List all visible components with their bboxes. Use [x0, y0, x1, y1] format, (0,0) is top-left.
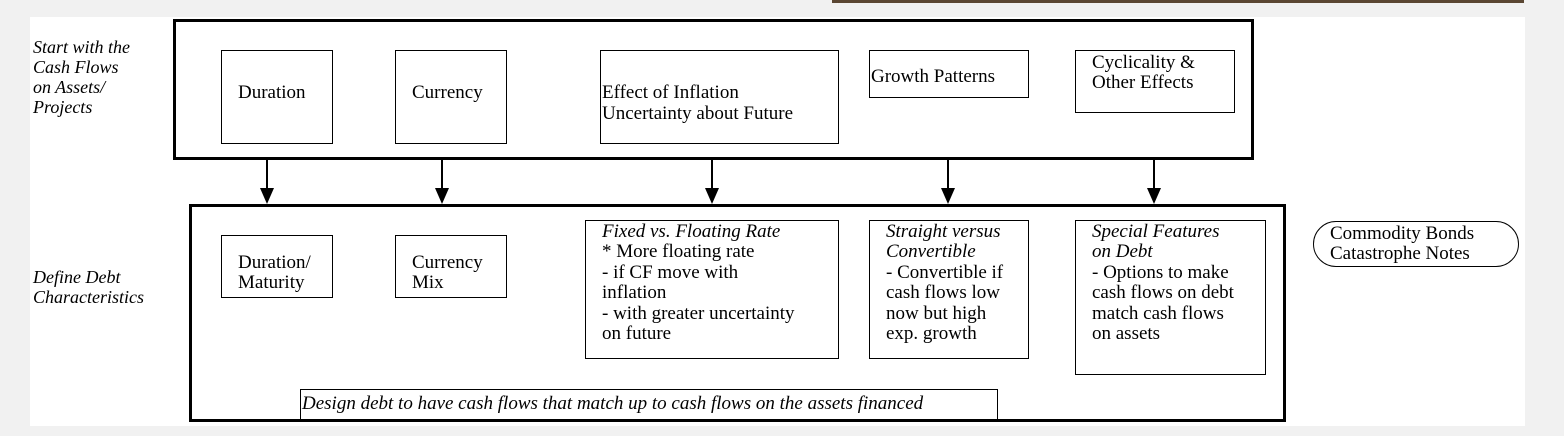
straight-convertible-line: exp. growth [886, 323, 977, 344]
top-image-strip [832, 0, 1524, 3]
duration-label: Duration [238, 82, 306, 103]
special-features-box: Special Features on Debt - Options to ma… [1075, 220, 1266, 375]
arrow-currency [441, 160, 443, 188]
fixed-floating-title: Fixed vs. Floating Rate [602, 221, 781, 242]
inflation-label-line: Effect of Inflation [602, 82, 739, 103]
straight-convertible-line: now but high [886, 303, 987, 324]
duration-maturity-label-line: Duration/ [238, 252, 311, 273]
special-features-line: - Options to make [1092, 262, 1229, 283]
special-features-line: match cash flows [1092, 303, 1224, 324]
top-row-label-line: Start with the [33, 37, 131, 57]
special-features-line: on assets [1092, 323, 1161, 344]
duration-maturity-box: Duration/ Maturity [221, 235, 333, 298]
currency-mix-label-line: Currency [412, 252, 483, 273]
arrow-cyclicality [1153, 160, 1155, 188]
straight-convertible-line: cash flows low [886, 282, 1000, 303]
cyclicality-label-line: Other Effects [1092, 72, 1194, 93]
straight-convertible-line: - Convertible if [886, 262, 1004, 283]
currency-box: Currency [395, 50, 507, 144]
arrow-duration [266, 160, 268, 188]
fixed-floating-line: - with greater uncertainty [602, 303, 795, 324]
duration-maturity-label-line: Maturity [238, 272, 305, 293]
special-features-title-line: Special Features [1092, 221, 1220, 242]
currency-label: Currency [412, 82, 483, 103]
debt-examples-note: Commodity Bonds Catastrophe Notes [1313, 221, 1519, 267]
bottom-row-label: Define Debt Characteristics [33, 267, 144, 307]
debt-examples-line: Commodity Bonds [1330, 223, 1475, 244]
straight-convertible-title-line: Straight versus [886, 221, 1001, 242]
inflation-label-line: Uncertainty about Future [602, 103, 794, 124]
arrow-inflation-head [705, 188, 719, 204]
fixed-floating-line: inflation [602, 282, 667, 303]
design-principle-text: Design debt to have cash flows that matc… [302, 393, 924, 414]
arrow-currency-head [435, 188, 449, 204]
cyclicality-box: Cyclicality & Other Effects [1075, 50, 1235, 113]
special-features-title-line: on Debt [1092, 241, 1153, 262]
fixed-floating-box: Fixed vs. Floating Rate * More floating … [585, 220, 839, 359]
arrow-duration-head [260, 188, 274, 204]
straight-convertible-box: Straight versus Convertible - Convertibl… [869, 220, 1029, 359]
debt-examples-line: Catastrophe Notes [1330, 243, 1470, 264]
growth-patterns-label: Growth Patterns [871, 66, 996, 87]
fixed-floating-line: - if CF move with [602, 262, 739, 283]
fixed-floating-line: on future [602, 323, 672, 344]
bottom-row-label-line: Define Debt [33, 267, 121, 287]
design-principle-box: Design debt to have cash flows that matc… [300, 389, 998, 420]
top-row-label-line: Cash Flows [33, 57, 119, 77]
arrow-cyclicality-head [1147, 188, 1161, 204]
top-row-label-line: Projects [33, 97, 93, 117]
arrow-inflation [711, 160, 713, 188]
currency-mix-label-line: Mix [412, 272, 444, 293]
top-row-label-line: on Assets/ [33, 77, 106, 97]
growth-patterns-box: Growth Patterns [869, 50, 1029, 98]
arrow-growth-head [941, 188, 955, 204]
duration-box: Duration [221, 50, 333, 144]
top-row-label: Start with the Cash Flows on Assets/ Pro… [33, 37, 130, 117]
straight-convertible-title-line: Convertible [886, 241, 976, 262]
fixed-floating-line: * More floating rate [602, 241, 755, 262]
arrow-growth [947, 160, 949, 188]
special-features-line: cash flows on debt [1092, 282, 1234, 303]
bottom-row-label-line: Characteristics [33, 287, 144, 307]
cyclicality-label-line: Cyclicality & [1092, 52, 1195, 73]
currency-mix-box: Currency Mix [395, 235, 507, 298]
inflation-box: Effect of Inflation Uncertainty about Fu… [600, 50, 839, 144]
